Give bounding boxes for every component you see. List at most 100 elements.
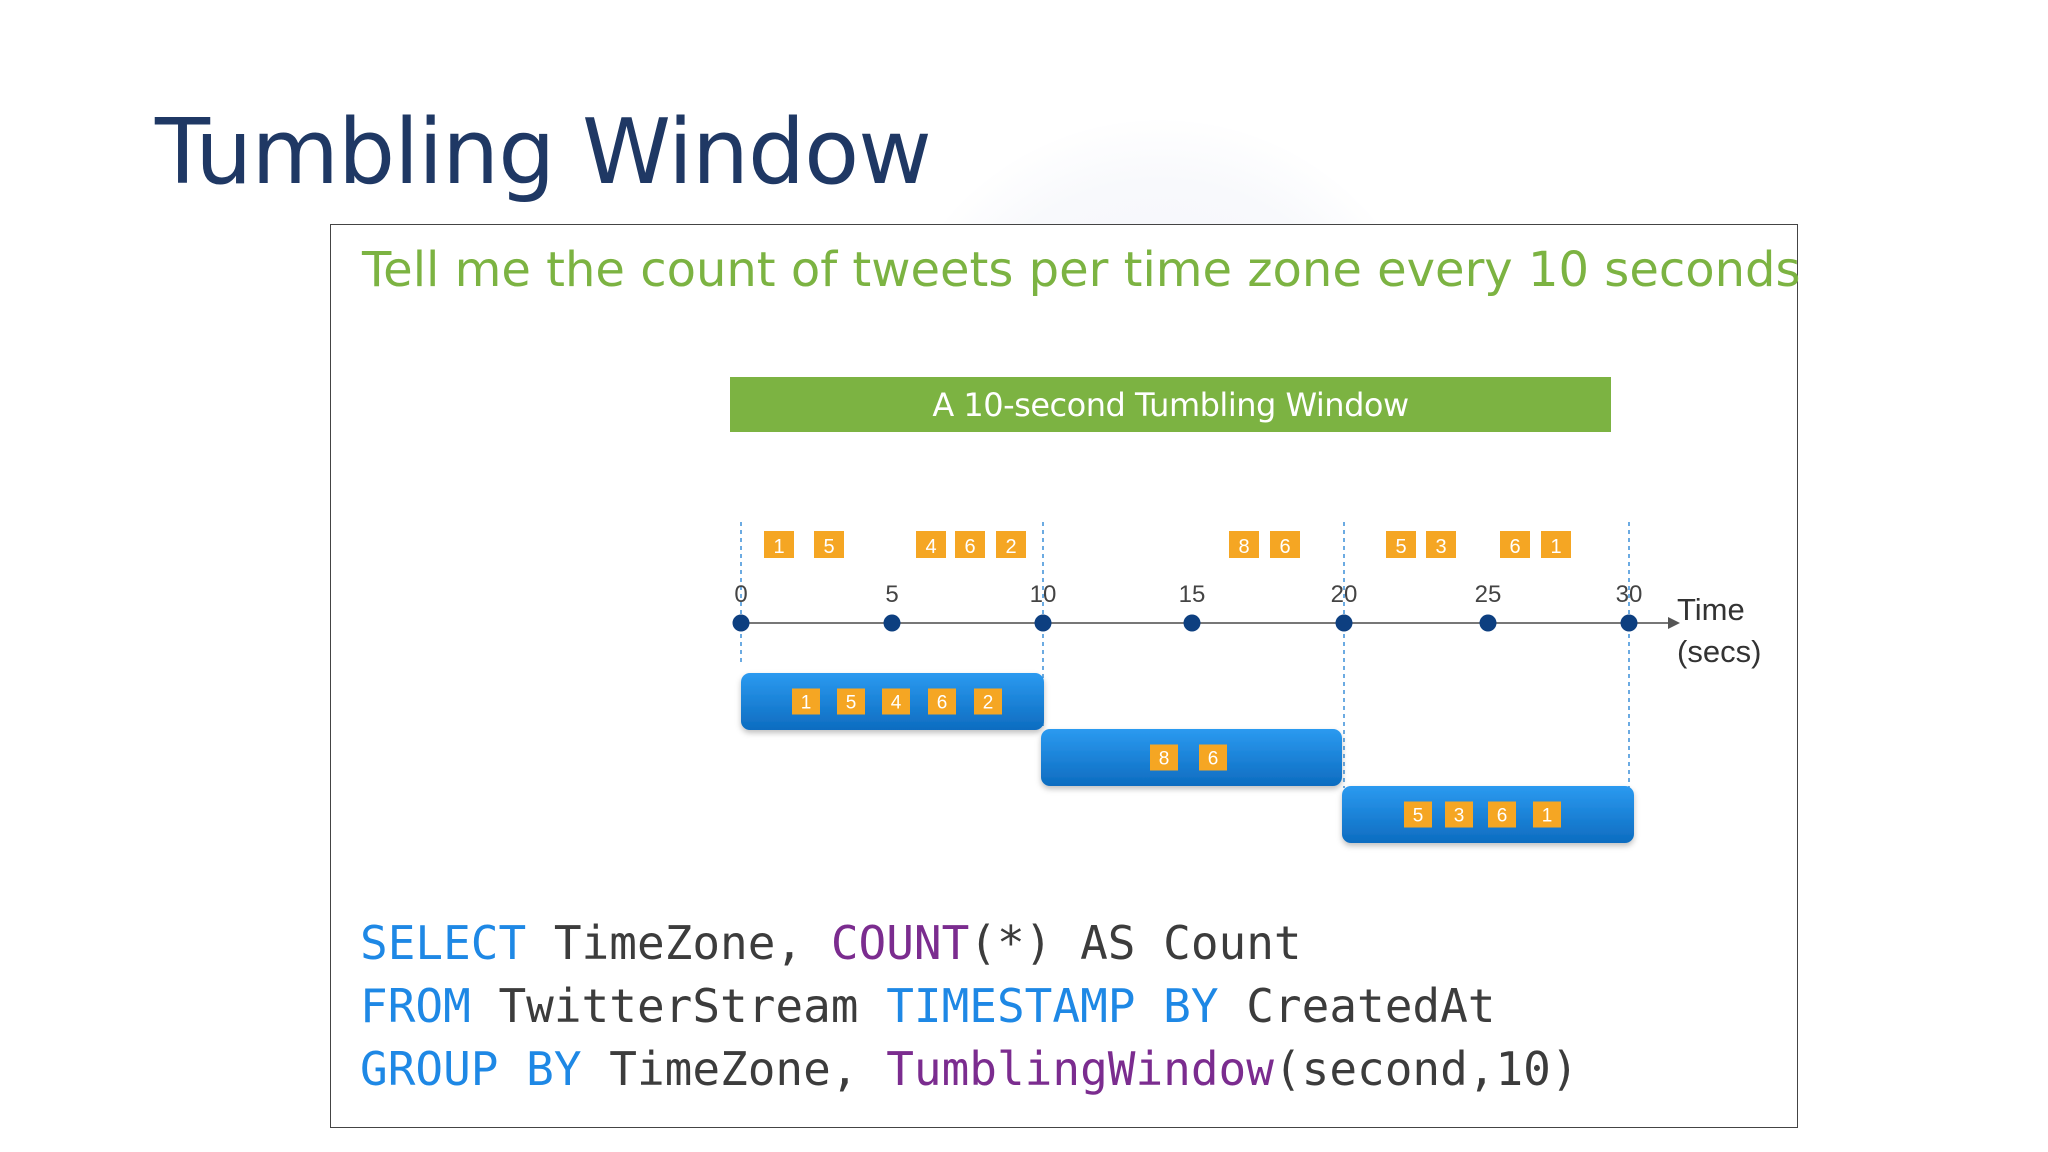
question-text: Tell me the count of tweets per time zon…	[362, 242, 1801, 298]
event-box-label: 6	[1279, 536, 1290, 558]
axis-arrow-icon	[1668, 617, 1680, 629]
event-box: 6	[1500, 531, 1530, 558]
event-box-bg	[1426, 531, 1456, 558]
event-box-bg	[1229, 531, 1259, 558]
event-box: 5	[814, 531, 844, 558]
event-box: 6	[955, 531, 985, 558]
window-event-box	[882, 688, 910, 715]
tick-dot	[1034, 614, 1052, 632]
slide-title: Tumbling Window	[155, 100, 932, 205]
event-box-label: 6	[964, 536, 975, 558]
event-box: 5	[1386, 531, 1416, 558]
event-box-bg	[996, 531, 1026, 558]
content-panel	[330, 224, 1798, 1128]
sql-text: TimeZone,	[581, 1042, 887, 1096]
event-box-bg	[1500, 531, 1530, 558]
tick-label: 30	[1616, 581, 1643, 608]
window-event-label: 5	[1413, 806, 1424, 827]
window-event-box	[1445, 801, 1473, 828]
tick-label: 0	[734, 581, 747, 608]
event-box-label: 5	[1395, 536, 1406, 558]
event-box-bg	[955, 531, 985, 558]
tick-label: 10	[1030, 581, 1057, 608]
sql-text: CreatedAt	[1218, 979, 1496, 1033]
window-bar: 1 5 4 6 2	[741, 673, 1044, 730]
tick-label: 20	[1331, 581, 1358, 608]
sql-text: (second,10)	[1273, 1042, 1579, 1096]
event-box: 2	[996, 531, 1026, 558]
event-box-bg	[814, 531, 844, 558]
tick-label: 25	[1475, 581, 1502, 608]
event-box-bg	[764, 531, 794, 558]
event-box: 6	[1270, 531, 1300, 558]
event-box-label: 8	[1238, 536, 1249, 558]
banner-label: A 10-second Tumbling Window	[932, 385, 1409, 424]
tick-dot	[1335, 614, 1353, 632]
tick-dot	[732, 614, 750, 632]
window-event-box	[928, 688, 956, 715]
event-box-label: 1	[1550, 536, 1561, 558]
sql-line-3: GROUP BY TimeZone, TumblingWindow(second…	[360, 1038, 1579, 1101]
event-box-label: 6	[1509, 536, 1520, 558]
sql-keyword: SELECT	[360, 916, 527, 970]
window-event-label: 6	[1497, 806, 1508, 827]
window-bar: 5 3 6 1	[1342, 786, 1634, 843]
tick-dot	[1620, 614, 1638, 632]
tick-label: 5	[885, 581, 898, 608]
window-event-box	[974, 688, 1002, 715]
event-box-label: 5	[823, 536, 834, 558]
event-box-bg	[916, 531, 946, 558]
time-axis	[740, 617, 1680, 629]
sql-text: (*) AS Count	[969, 916, 1302, 970]
window-event-label: 1	[1542, 806, 1553, 827]
window-event-box	[792, 688, 820, 715]
sql-text: TimeZone,	[526, 916, 831, 970]
sql-line-1: SELECT TimeZone, COUNT(*) AS Count	[360, 912, 1579, 975]
event-box: 1	[1541, 531, 1571, 558]
window-event-label: 5	[846, 693, 857, 714]
sql-keyword: GROUP BY	[360, 1042, 582, 1096]
axis-label-unit: (secs)	[1677, 634, 1761, 669]
tick-dot	[1183, 614, 1201, 632]
event-box: 1	[764, 531, 794, 558]
window-event-label: 2	[983, 693, 994, 714]
window-event-label: 6	[1208, 749, 1219, 770]
event-box: 8	[1229, 531, 1259, 558]
window-event-label: 4	[891, 693, 902, 714]
sql-function: COUNT	[830, 916, 970, 970]
window-bar-bg	[1041, 729, 1342, 786]
window-event-box	[1404, 801, 1432, 828]
window-event-label: 6	[937, 693, 948, 714]
sql-line-2: FROM TwitterStream TIMESTAMP BY CreatedA…	[360, 975, 1579, 1038]
window-event-label: 1	[801, 693, 812, 714]
sql-function: TumblingWindow	[886, 1042, 1274, 1096]
event-box-bg	[1541, 531, 1571, 558]
event-box: 4	[916, 531, 946, 558]
sql-keyword: FROM	[360, 979, 471, 1033]
tick-dot	[1479, 614, 1497, 632]
event-box: 3	[1426, 531, 1456, 558]
event-box-bg	[1386, 531, 1416, 558]
event-box-label: 3	[1435, 536, 1446, 558]
axis-label-time: Time	[1677, 592, 1745, 627]
window-event-box	[837, 688, 865, 715]
event-box-bg	[1270, 531, 1300, 558]
tick-dot	[883, 614, 901, 632]
window-event-box	[1533, 801, 1561, 828]
event-box-label: 2	[1005, 536, 1016, 558]
tumbling-window-banner: A 10-second Tumbling Window	[730, 377, 1611, 432]
window-event-label: 3	[1454, 806, 1465, 827]
window-event-label: 8	[1159, 749, 1170, 770]
sql-keyword: TIMESTAMP BY	[886, 979, 1219, 1033]
sql-text: TwitterStream	[470, 979, 887, 1033]
event-box-label: 1	[773, 536, 784, 558]
window-event-box	[1199, 744, 1227, 771]
window-event-box	[1488, 801, 1516, 828]
window-event-box	[1150, 744, 1178, 771]
